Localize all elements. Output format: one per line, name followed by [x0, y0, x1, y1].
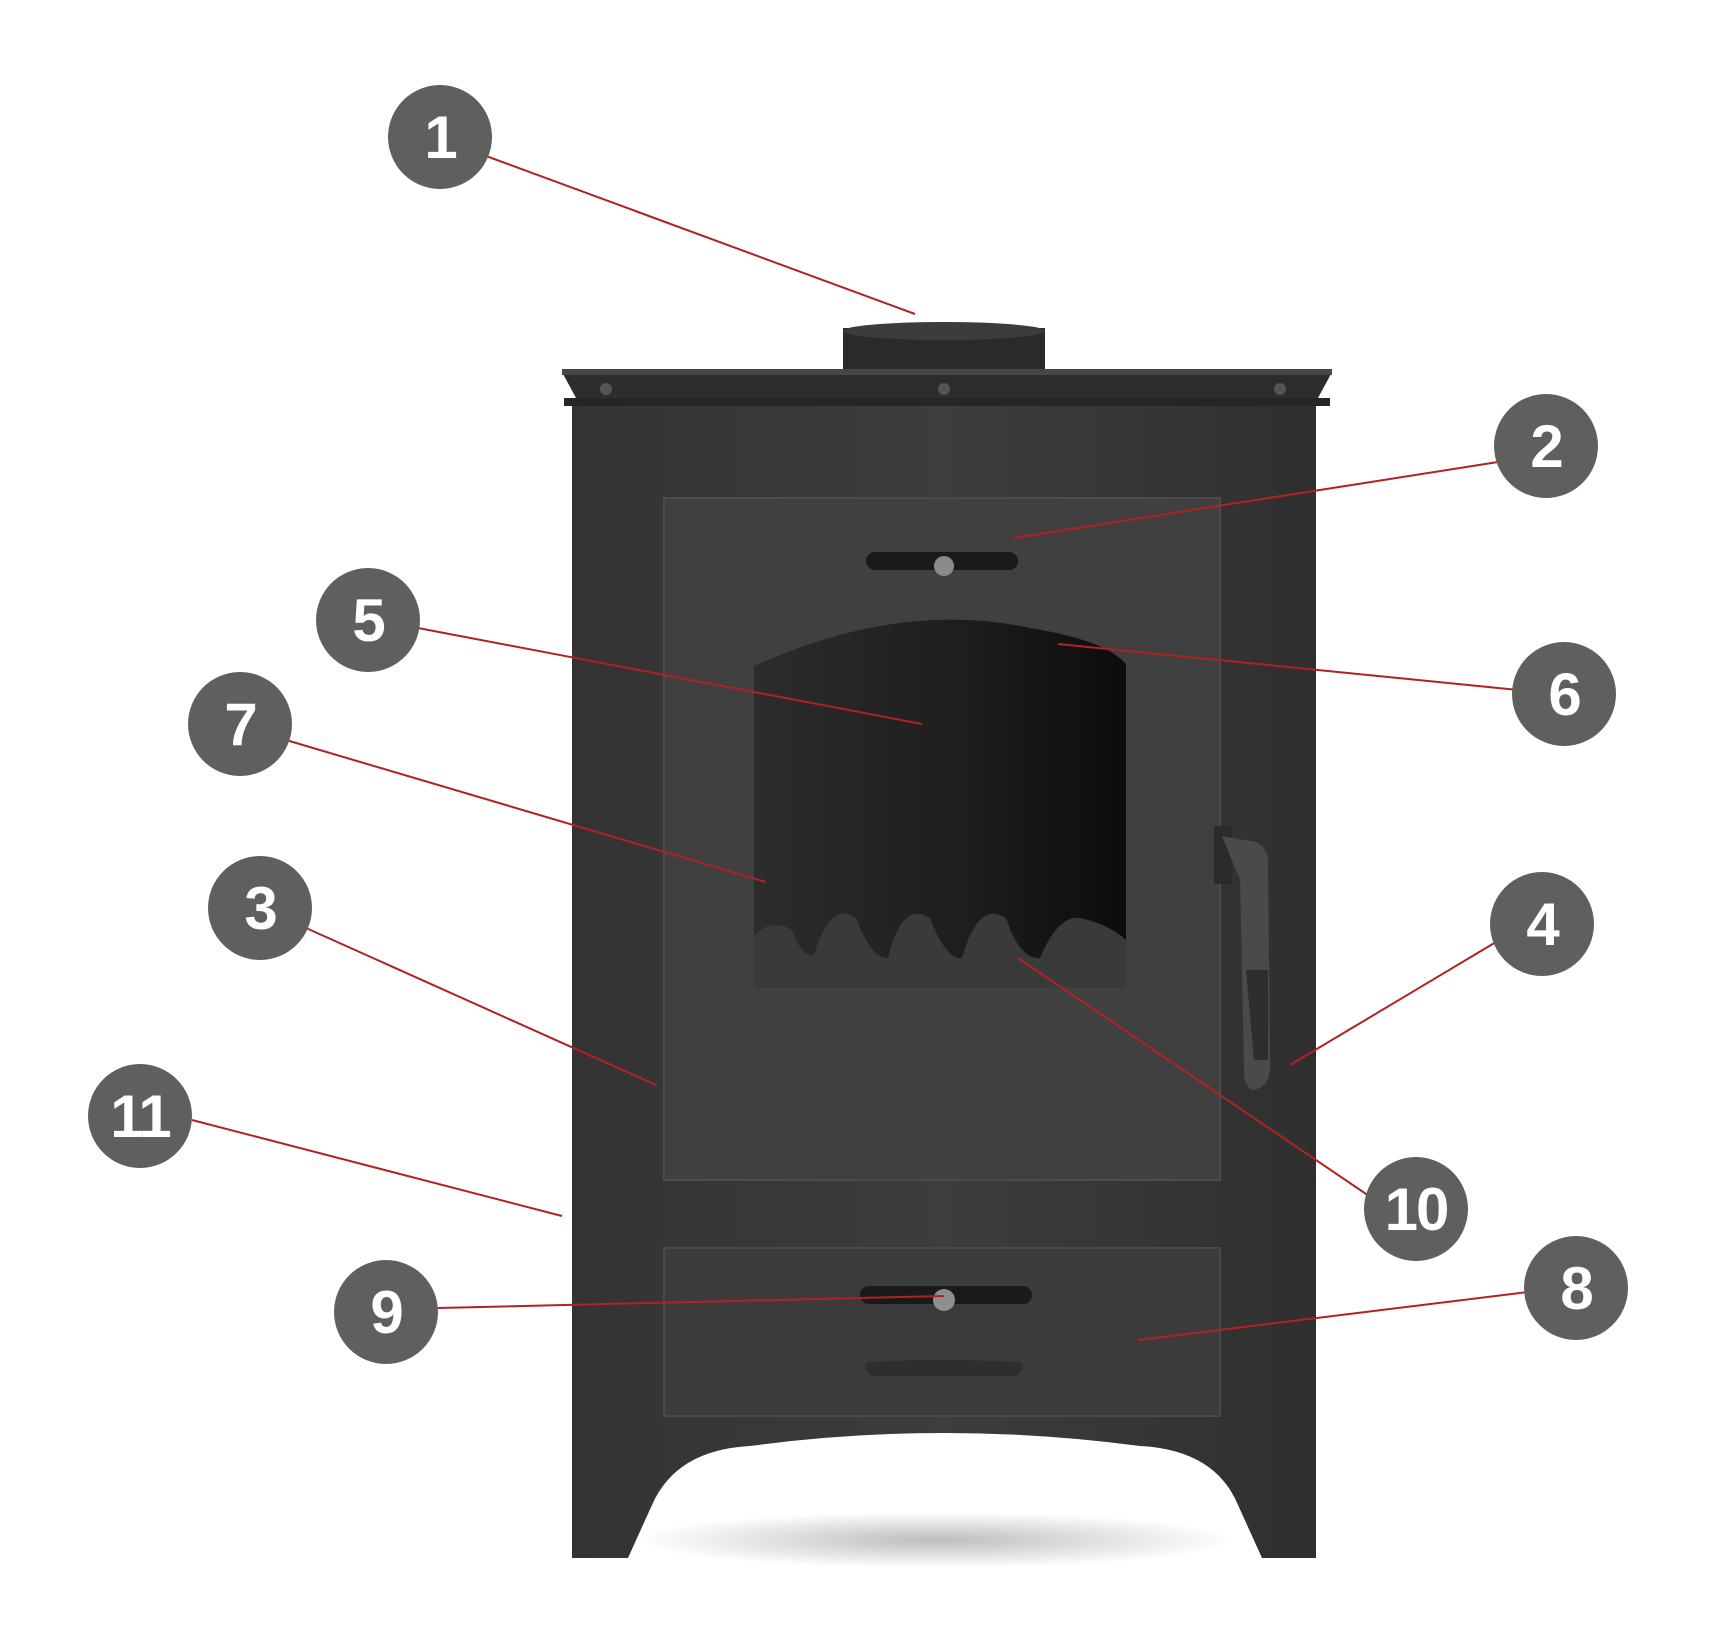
flue-collar — [843, 322, 1045, 376]
leader-line-9 — [437, 1295, 945, 1309]
leader-line-10 — [1017, 957, 1373, 1199]
callout-badge-4: 4 — [1490, 872, 1594, 976]
leader-line-1 — [485, 155, 916, 315]
callout-badge-3: 3 — [208, 856, 312, 960]
callout-badge-8: 8 — [1524, 1236, 1628, 1340]
leader-line-3 — [305, 927, 657, 1086]
callout-badge-11: 11 — [88, 1064, 192, 1168]
fire-door — [663, 497, 1221, 1181]
leader-line-7 — [285, 739, 767, 883]
callout-badge-2: 2 — [1494, 394, 1598, 498]
callout-badge-10: 10 — [1364, 1157, 1468, 1261]
leader-line-4 — [1289, 941, 1497, 1066]
callout-badge-6: 6 — [1512, 642, 1616, 746]
ash-drawer — [663, 1247, 1221, 1417]
leader-lines — [191, 155, 1529, 1341]
callout-badge-1: 1 — [388, 85, 492, 189]
leader-line-8 — [1137, 1291, 1529, 1341]
leader-line-11 — [191, 1119, 563, 1217]
leader-line-5 — [417, 627, 923, 725]
leader-line-6 — [1057, 643, 1519, 691]
callout-badge-7: 7 — [188, 672, 292, 776]
door-handle — [1214, 826, 1271, 1091]
callout-badge-5: 5 — [316, 568, 420, 672]
top-plate — [562, 369, 1332, 406]
callout-badge-9: 9 — [334, 1260, 438, 1364]
floor-shadow — [635, 1512, 1235, 1568]
leader-line-2 — [1013, 461, 1499, 539]
